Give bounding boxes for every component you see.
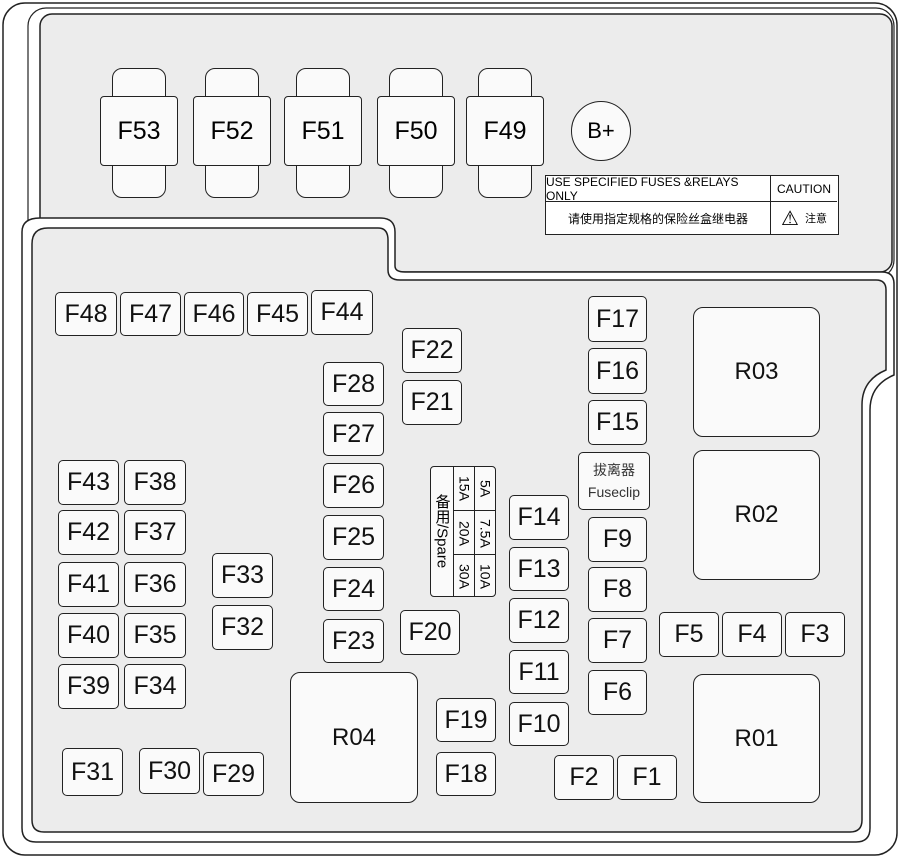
fuse-F21[interactable]: F21 <box>402 380 462 425</box>
caution-zh-cell: ⚠ 注意 <box>771 202 837 234</box>
fuse-F10[interactable]: F10 <box>509 702 569 746</box>
fuse-F37[interactable]: F37 <box>124 510 186 555</box>
fuse-F8[interactable]: F8 <box>588 567 647 612</box>
spare-value: 30A <box>454 554 475 597</box>
fuse-F30[interactable]: F30 <box>139 748 200 794</box>
fuse-puller[interactable]: 拔离器 Fuseclip <box>578 452 650 510</box>
fuse-F12[interactable]: F12 <box>509 598 569 643</box>
fuse-F17[interactable]: F17 <box>588 296 647 342</box>
fuse-F40[interactable]: F40 <box>58 613 119 658</box>
spare-value: 10A <box>475 554 496 597</box>
fuse-F28[interactable]: F28 <box>323 362 384 406</box>
fuse-F31[interactable]: F31 <box>62 748 123 796</box>
spare-value: 7.5A <box>475 510 496 555</box>
fuse-F18[interactable]: F18 <box>436 752 496 796</box>
fuse-F2[interactable]: F2 <box>554 755 614 800</box>
fuse-F4[interactable]: F4 <box>722 612 782 657</box>
spare-fuse-block: 备用/Spare 15A 20A 30A 5A 7.5A 10A <box>430 466 496 597</box>
spare-label: 备用/Spare <box>433 494 451 569</box>
fuse-F34[interactable]: F34 <box>124 664 186 709</box>
fuse-F9[interactable]: F9 <box>588 517 647 562</box>
fuse-F42[interactable]: F42 <box>58 510 119 555</box>
fuse-label: F50 <box>377 96 455 166</box>
fuse-F1[interactable]: F1 <box>617 755 677 800</box>
fuse-F27[interactable]: F27 <box>323 412 384 456</box>
fuse-F22[interactable]: F22 <box>402 328 462 373</box>
fuse-label: F51 <box>284 96 362 166</box>
fuse-F26[interactable]: F26 <box>323 463 384 508</box>
fuse-F46[interactable]: F46 <box>184 292 244 336</box>
caution-en-text: USE SPECIFIED FUSES &RELAYS ONLY <box>546 175 771 203</box>
fuseclip-en: Fuseclip <box>587 484 641 500</box>
fuse-F44[interactable]: F44 <box>311 290 373 335</box>
fuse-label: F53 <box>100 96 178 166</box>
spare-value: 15A <box>456 476 473 501</box>
fuse-F6[interactable]: F6 <box>588 670 647 715</box>
fuseclip-zh: 拔离器 <box>593 462 635 478</box>
caution-label: USE SPECIFIED FUSES &RELAYS ONLY CAUTION… <box>545 175 839 235</box>
fuse-F14[interactable]: F14 <box>509 495 569 540</box>
fuse-F32[interactable]: F32 <box>212 605 273 650</box>
fuse-F38[interactable]: F38 <box>124 460 186 505</box>
caution-title: CAUTION <box>771 176 837 202</box>
fuse-F39[interactable]: F39 <box>58 664 119 709</box>
fuse-F48[interactable]: F48 <box>55 292 117 336</box>
fuse-F41[interactable]: F41 <box>58 562 119 607</box>
fuse-F3[interactable]: F3 <box>785 612 845 657</box>
fuse-F47[interactable]: F47 <box>120 292 181 336</box>
fuse-F20[interactable]: F20 <box>400 610 460 655</box>
spare-value: 20A <box>454 510 475 555</box>
warning-triangle-icon: ⚠ <box>781 207 799 230</box>
fuse-F24[interactable]: F24 <box>323 567 384 611</box>
fuse-F45[interactable]: F45 <box>247 292 308 336</box>
relay-R03[interactable]: R03 <box>693 307 820 437</box>
fuse-F35[interactable]: F35 <box>124 613 186 658</box>
fuse-F29[interactable]: F29 <box>203 752 264 796</box>
fuse-F15[interactable]: F15 <box>588 400 647 445</box>
fuse-F11[interactable]: F11 <box>509 650 569 694</box>
spare-value: 5A <box>477 479 494 498</box>
caution-zh-text: 请使用指定规格的保险丝盒继电器 <box>546 202 771 234</box>
fuse-label: F52 <box>193 96 271 166</box>
fuse-F19[interactable]: F19 <box>436 698 496 742</box>
fuse-F23[interactable]: F23 <box>323 619 384 663</box>
caution-zh-title: 注意 <box>804 213 827 225</box>
relay-R02[interactable]: R02 <box>693 450 820 580</box>
fuse-F25[interactable]: F25 <box>323 515 384 560</box>
fuse-F16[interactable]: F16 <box>588 348 647 394</box>
fuse-F36[interactable]: F36 <box>124 562 186 607</box>
fuse-F13[interactable]: F13 <box>509 547 569 591</box>
relay-R04[interactable]: R04 <box>290 672 418 803</box>
fuse-F43[interactable]: F43 <box>58 460 119 505</box>
fuse-F33[interactable]: F33 <box>212 553 273 598</box>
battery-terminal: B+ <box>571 101 631 161</box>
fuse-label: F49 <box>466 96 544 166</box>
relay-R01[interactable]: R01 <box>693 674 820 803</box>
fuse-F5[interactable]: F5 <box>659 612 719 657</box>
fuse-F7[interactable]: F7 <box>588 618 647 663</box>
